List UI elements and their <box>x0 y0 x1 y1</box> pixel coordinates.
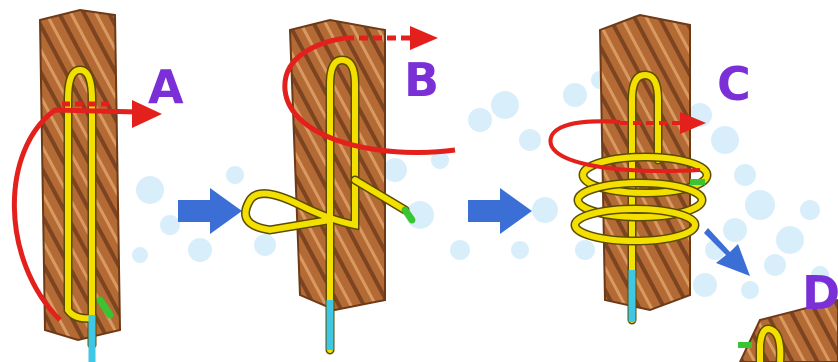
step-label-b: B <box>404 53 439 107</box>
step-arrow-icon <box>468 188 532 234</box>
rope-icon <box>40 10 120 340</box>
step-c-illustration <box>550 15 707 322</box>
step-label-d: D <box>802 266 838 320</box>
step-arrow-icon <box>178 188 242 234</box>
step-label-a: A <box>148 60 184 114</box>
step-label-c: C <box>717 57 751 111</box>
